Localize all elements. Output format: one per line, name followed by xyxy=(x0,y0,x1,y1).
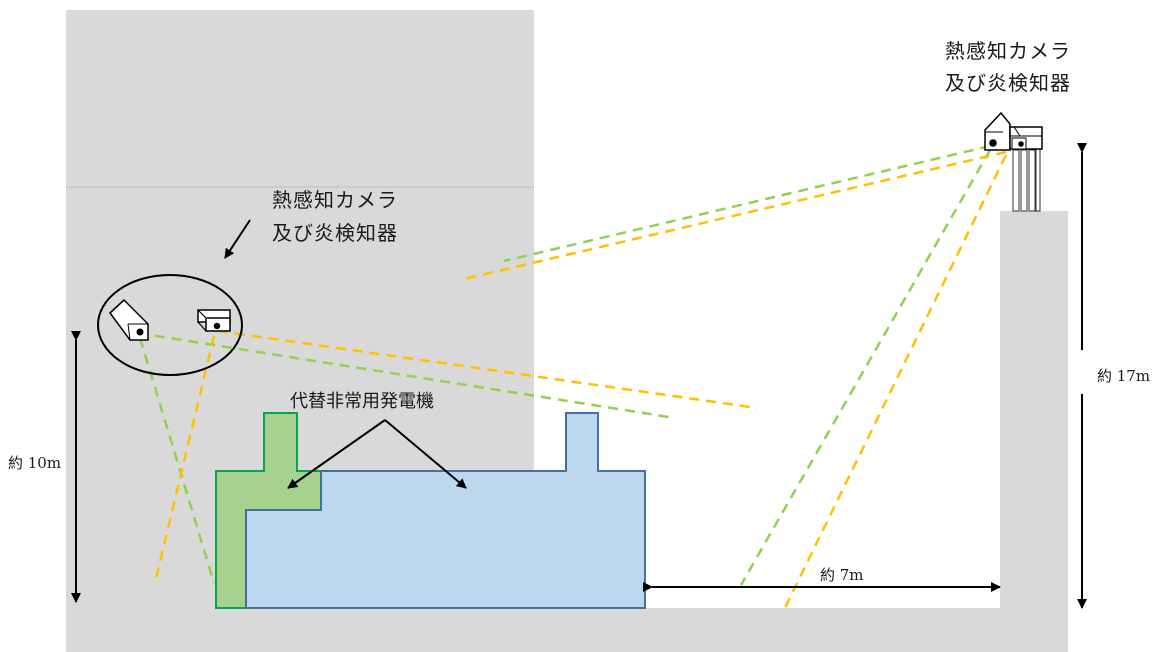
generator-blue-part xyxy=(245,412,646,609)
ground xyxy=(66,608,1006,652)
camera-label-right-line2: 及び炎検知器 xyxy=(945,71,1071,95)
height-label-left: 約 10m xyxy=(8,454,62,472)
device-pointer-arrow xyxy=(224,219,251,259)
thermal-camera-icon xyxy=(984,111,1011,151)
flame-detector-icon xyxy=(197,309,231,332)
camera-label-left-line2: 及び炎検知器 xyxy=(272,221,398,245)
generator-label: 代替非常用発電機 xyxy=(290,391,434,412)
generator-pointer-arrow xyxy=(287,419,386,489)
distance-label: 約 7m xyxy=(820,566,864,584)
camera-label-right-line1: 熱感知カメラ xyxy=(945,39,1071,63)
generator-pointer-arrow xyxy=(384,419,467,489)
devices-highlight-ellipse xyxy=(97,274,243,376)
right-structure xyxy=(1000,211,1068,652)
thermal-camera-icon xyxy=(108,298,149,341)
height-label-right-bg xyxy=(1074,350,1088,394)
camera-mount-poles xyxy=(1012,144,1041,212)
camera-label-left-line1: 熱感知カメラ xyxy=(272,188,398,212)
flame-detector-icon xyxy=(1009,126,1043,150)
height-label-right: 約 17m xyxy=(1097,367,1151,385)
left-sight-lines xyxy=(137,329,758,584)
right-sight-lines xyxy=(463,144,1008,613)
